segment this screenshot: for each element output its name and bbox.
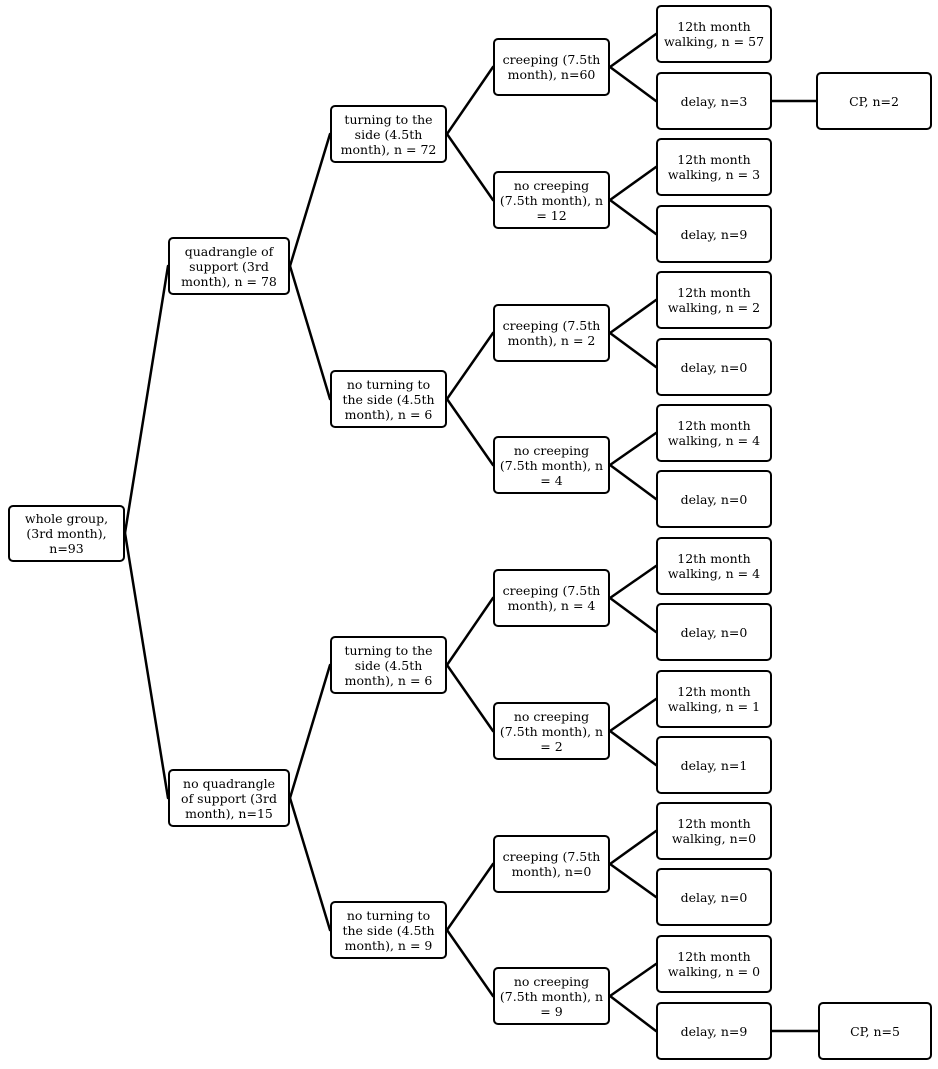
leaf-walking-6: 12th month walking, n = 1: [656, 670, 772, 728]
edge-nq_nt_nc-l8w: [608, 962, 658, 998]
leaf-walking-7: 12th month walking, n=0: [656, 802, 772, 860]
node-whole-group: whole group, (3rd month), n=93: [8, 505, 125, 562]
edge-q_t_nc-l2w: [608, 165, 658, 202]
leaf-walking-4: 12th month walking, n = 4: [656, 404, 772, 462]
leaf-delay-4: delay, n=0: [656, 470, 772, 528]
node-nq-turning: turning to the side (4.5th month), n = 6: [330, 636, 447, 694]
node-nq-no-turning: no turning to the side (4.5th month), n …: [330, 901, 447, 959]
node-q-nt-creeping: creeping (7.5th month), n = 2: [493, 304, 610, 362]
edge-q-q_nt: [288, 264, 332, 401]
edge-nq_t-nc: [445, 663, 495, 733]
edge-q_nt_nc-l4d: [608, 463, 658, 501]
edge-q_nt_c-l3d: [608, 331, 658, 369]
node-q-nt-no-creeping: no creeping (7.5th month), n = 4: [493, 436, 610, 494]
edge-nq_t_c-l5w: [608, 564, 658, 600]
edge-nq_nt_c-l7d: [608, 862, 658, 899]
node-no-quadrangle-support: no quadrangle of support (3rd month), n=…: [168, 769, 290, 827]
node-cp-1: CP, n=2: [816, 72, 932, 130]
edge-q_t_nc-l2d: [608, 198, 658, 236]
edge-nq_t-c: [445, 596, 495, 667]
node-nq-nt-no-creeping: no creeping (7.5th month), n = 9: [493, 967, 610, 1025]
node-cp-2: CP, n=5: [818, 1002, 932, 1060]
leaf-delay-8: delay, n=9: [656, 1002, 772, 1060]
leaf-delay-1: delay, n=3: [656, 72, 772, 130]
edge-nq_t_c-l5d: [608, 596, 658, 634]
edge-nq_t_nc-l6w: [608, 697, 658, 733]
edge-root-nq: [123, 531, 170, 800]
leaf-walking-2: 12th month walking, n = 3: [656, 138, 772, 196]
leaf-walking-5: 12th month walking, n = 4: [656, 537, 772, 595]
node-q-no-turning: no turning to the side (4.5th month), n …: [330, 370, 447, 428]
node-nq-nt-creeping: creeping (7.5th month), n=0: [493, 835, 610, 893]
edge-q_t_c-l1d: [608, 65, 658, 103]
edge-nq_t_nc-l6d: [608, 729, 658, 767]
edge-q_nt_nc-l4w: [608, 431, 658, 467]
edge-q_t_c-l1w: [608, 32, 658, 69]
leaf-delay-2: delay, n=9: [656, 205, 772, 263]
leaf-delay-7: delay, n=0: [656, 868, 772, 926]
leaf-delay-5: delay, n=0: [656, 603, 772, 661]
edge-q_nt-nc: [445, 397, 495, 467]
node-q-t-creeping: creeping (7.5th month), n=60: [493, 38, 610, 96]
node-q-t-no-creeping: no creeping (7.5th month), n = 12: [493, 171, 610, 229]
node-nq-t-creeping: creeping (7.5th month), n = 4: [493, 569, 610, 627]
leaf-delay-3: delay, n=0: [656, 338, 772, 396]
node-quadrangle-support: quadrangle of support (3rd month), n = 7…: [168, 237, 290, 295]
edge-nq_nt-c: [445, 862, 495, 932]
node-q-turning: turning to the side (4.5th month), n = 7…: [330, 105, 447, 163]
edge-q_t-nc: [445, 132, 495, 202]
edge-root-q: [123, 264, 170, 535]
edge-nq_nt_c-l7w: [608, 829, 658, 866]
edge-q_t-c: [445, 65, 495, 136]
leaf-walking-8: 12th month walking, n = 0: [656, 935, 772, 993]
node-nq-t-no-creeping: no creeping (7.5th month), n = 2: [493, 702, 610, 760]
edge-nq_nt_nc-l8d: [608, 994, 658, 1033]
edge-q-q_t: [288, 132, 332, 268]
leaf-walking-3: 12th month walking, n = 2: [656, 271, 772, 329]
leaf-delay-6: delay, n=1: [656, 736, 772, 794]
edge-nq-nq_nt: [288, 796, 332, 932]
edge-q_nt-c: [445, 331, 495, 401]
edge-nq_nt-nc: [445, 928, 495, 998]
edge-q_nt_c-l3w: [608, 298, 658, 335]
edge-nq-nq_t: [288, 663, 332, 800]
leaf-walking-1: 12th month walking, n = 57: [656, 5, 772, 63]
